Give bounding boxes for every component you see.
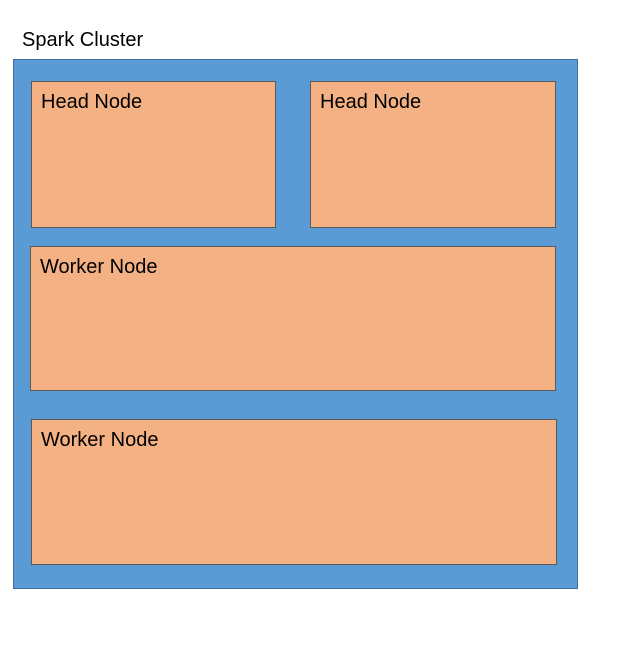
cluster-title: Spark Cluster — [22, 29, 144, 51]
head-node-box: Head Node — [31, 81, 276, 228]
head-node-label: Head Node — [41, 91, 143, 113]
worker-node-label: Worker Node — [40, 256, 158, 278]
worker-node-box: Worker Node — [30, 246, 556, 391]
worker-node-box: Worker Node — [31, 419, 557, 565]
head-node-box: Head Node — [310, 81, 556, 228]
worker-node-label: Worker Node — [41, 429, 159, 451]
head-node-label: Head Node — [320, 91, 422, 113]
